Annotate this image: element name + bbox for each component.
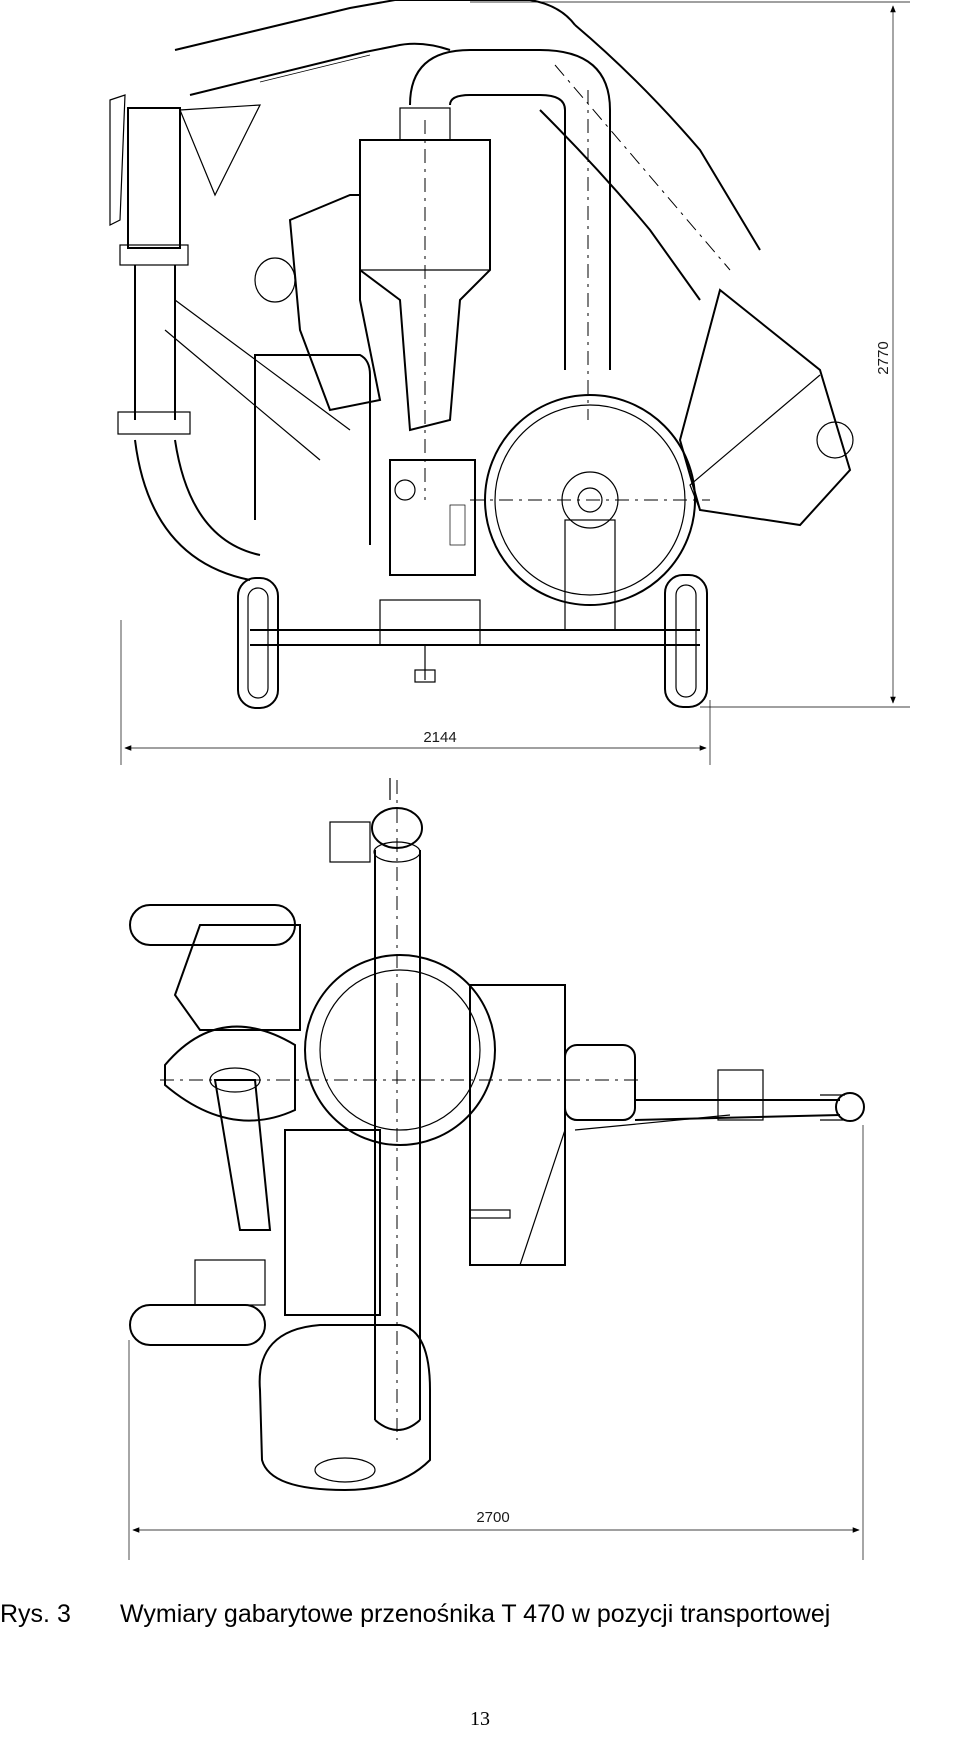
dimension-label-height: 2770 — [875, 341, 892, 374]
figure-caption: Rys. 3 Wymiary gabarytowe przenośnika T 4… — [0, 1600, 960, 1629]
side-view-drawing — [109, 0, 854, 709]
page-number: 13 — [470, 1708, 490, 1730]
figure-caption-label: Rys. 3 — [0, 1600, 71, 1628]
dimension-2700 — [128, 1125, 864, 1560]
dimension-label-width: 2144 — [423, 729, 456, 746]
dimension-label-length: 2700 — [476, 1509, 509, 1526]
dimension-2144 — [120, 620, 711, 765]
top-view-drawing — [129, 778, 865, 1492]
technical-drawing: 2770 2144 — [109, 0, 910, 1560]
dimension-2770 — [470, 1, 910, 708]
figure-caption-text: Wymiary gabarytowe przenośnika T 470 w p… — [120, 1600, 831, 1628]
